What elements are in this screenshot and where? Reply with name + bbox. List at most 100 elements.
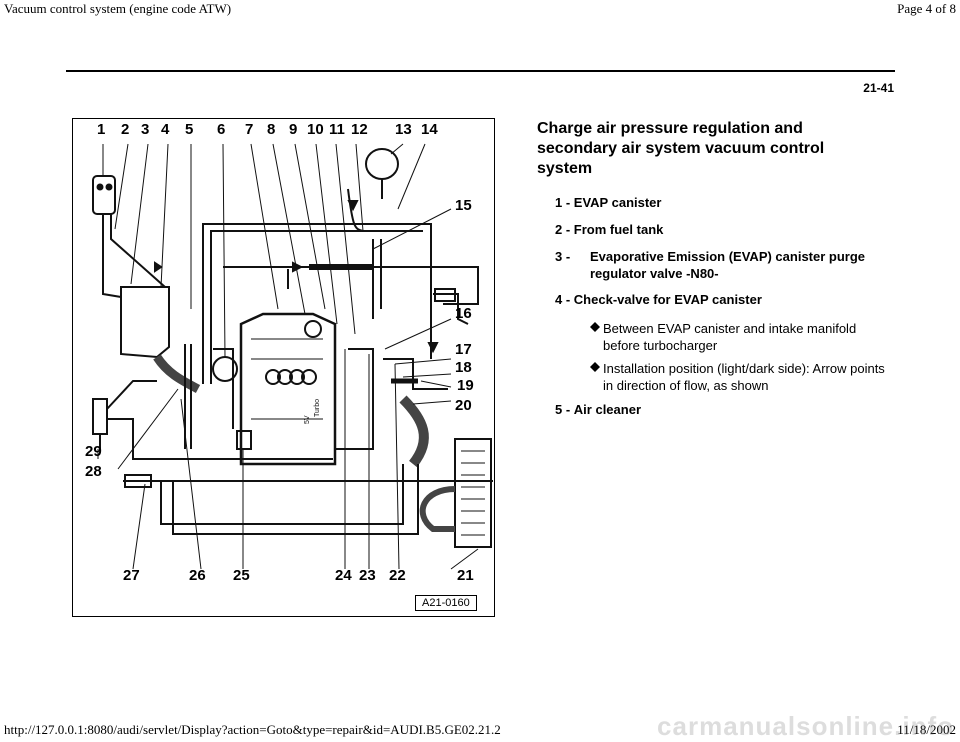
canister-port <box>105 183 113 191</box>
watermark: carmanualsonline.info <box>657 711 954 741</box>
callout: 26 <box>189 567 206 584</box>
callout: 15 <box>455 197 472 214</box>
callout: 14 <box>421 121 438 138</box>
callout: 12 <box>351 121 368 138</box>
header-rule <box>66 70 895 72</box>
valve-15 <box>434 288 456 302</box>
intake-duct <box>153 354 201 393</box>
intercooler-hose <box>419 486 456 532</box>
legend-text: Air cleaner <box>573 402 641 417</box>
air-cleaner-shape <box>120 286 170 359</box>
leader-lines <box>97 208 479 570</box>
vacuum-diagram-drawing: 5V Turbo <box>92 143 493 570</box>
hose <box>102 214 122 298</box>
footer-date: 11/18/2002 <box>897 722 956 737</box>
legend-item: 4 - Check-valve for EVAP canister <box>555 291 762 308</box>
vacuum-line <box>383 358 448 390</box>
vacuum-line <box>433 293 469 325</box>
callout: 25 <box>233 567 250 584</box>
callout: 20 <box>455 397 472 414</box>
canister-port <box>96 183 104 191</box>
callout: 5 <box>185 121 194 138</box>
leader-lines <box>102 143 426 358</box>
intercooler <box>454 438 492 548</box>
figure-id: A21-0160 <box>415 595 477 611</box>
audi-ring <box>289 369 305 385</box>
callout: 23 <box>359 567 376 584</box>
callout: 22 <box>389 567 406 584</box>
vacuum-line <box>347 188 364 232</box>
legend-number: 3 - <box>555 249 571 264</box>
valve-25 <box>236 430 252 450</box>
evap-canister-shape <box>92 175 116 215</box>
callout: 3 <box>141 121 150 138</box>
callout: 6 <box>217 121 226 138</box>
legend-item: 3 - Evaporative Emission (EVAP) canister… <box>555 248 875 282</box>
callout: 13 <box>395 121 412 138</box>
callout: 8 <box>267 121 276 138</box>
legend-number: 5 - <box>555 402 571 417</box>
diamond-bullet-icon <box>590 362 600 372</box>
callout: 10 <box>307 121 324 138</box>
charge-pipe <box>399 395 429 468</box>
section-heading: Charge air pressure regulation and secon… <box>537 120 825 177</box>
legend-text: Check-valve for EVAP canister <box>573 292 762 307</box>
left-callouts: 29 28 <box>81 443 117 483</box>
callout: 18 <box>455 359 472 376</box>
legend-text: From fuel tank <box>573 222 664 237</box>
callout: 17 <box>455 341 472 358</box>
callout: 16 <box>455 305 472 322</box>
oil-cap <box>304 320 322 338</box>
callout: 11 <box>329 121 345 138</box>
callout: 27 <box>123 567 140 584</box>
vacuum-line <box>372 239 382 319</box>
callout: 19 <box>457 377 474 394</box>
callout: 24 <box>335 567 352 584</box>
legend-bullet: Installation position (light/dark side):… <box>590 360 890 394</box>
callout: 2 <box>121 121 130 138</box>
legend-number: 1 - <box>555 195 571 210</box>
bullet-text: Installation position (light/dark side):… <box>603 361 885 393</box>
audi-ring <box>277 369 293 385</box>
flow-arrows <box>154 200 439 354</box>
engine-label-turbo: Turbo <box>314 399 321 417</box>
page-number: 21-41 <box>863 81 894 95</box>
valve-28 <box>124 474 152 488</box>
vacuum-diagram: 5V Turbo 1 2 3 4 5 6 7 8 9 10 <box>72 118 495 617</box>
vacuum-line <box>210 230 423 384</box>
footer-url-link[interactable]: http://127.0.0.1:8080/audi/servlet/Displ… <box>4 722 501 737</box>
callout: 21 <box>457 567 474 584</box>
top-callouts: 1 2 3 4 5 6 7 8 9 10 11 12 13 14 <box>95 121 465 143</box>
vacuum-line <box>160 464 404 525</box>
legend-item: 5 - Air cleaner <box>555 401 641 418</box>
callout: 9 <box>289 121 298 138</box>
audi-ring <box>301 369 317 385</box>
document-title: Vacuum control system (engine code ATW) <box>4 1 232 16</box>
legend-number: 4 - <box>555 292 571 307</box>
right-callouts: 15 16 17 18 19 20 <box>455 197 491 417</box>
hose <box>110 214 166 288</box>
engine-label-5v: 5V <box>304 415 311 424</box>
vacuum-line <box>184 344 192 449</box>
vacuum-reservoir <box>365 148 399 180</box>
page-indicator: Page 4 of 8 <box>897 1 956 16</box>
hose <box>99 380 157 449</box>
legend-text: Evaporative Emission (EVAP) canister pur… <box>590 249 866 281</box>
vacuum-line <box>213 348 234 429</box>
callout: 28 <box>85 463 102 480</box>
audi-ring <box>265 369 281 385</box>
legend-bullet: Between EVAP canister and intake manifol… <box>590 320 890 354</box>
vacuum-line <box>335 348 374 450</box>
engine-block <box>239 312 337 466</box>
callout: 29 <box>85 443 102 460</box>
hose <box>107 418 333 460</box>
valve-left <box>92 398 108 435</box>
bullet-text: Between EVAP canister and intake manifol… <box>603 321 857 353</box>
legend-number: 2 - <box>555 222 571 237</box>
legend-text: EVAP canister <box>573 195 662 210</box>
intercooler-fins <box>461 450 485 536</box>
legend-item: 2 - From fuel tank <box>555 221 663 238</box>
callout: 7 <box>245 121 254 138</box>
vacuum-line <box>172 464 419 535</box>
vacuum-line <box>202 223 432 384</box>
